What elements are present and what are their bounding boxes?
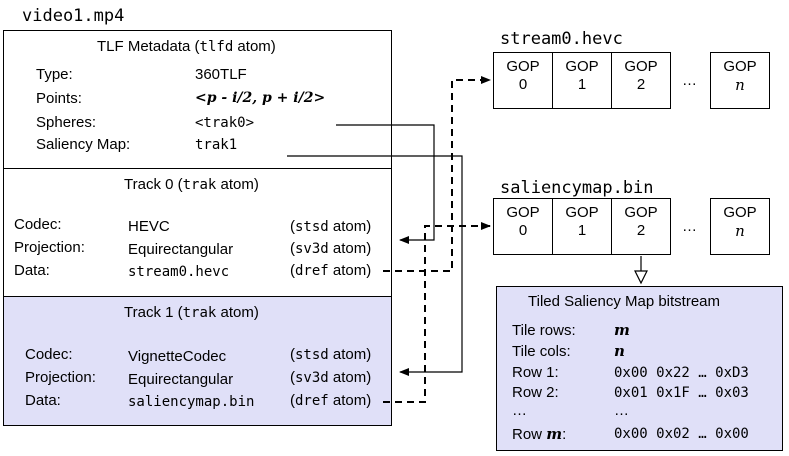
bitstream-row-2-value: 0x01 0x1F … 0x03 xyxy=(614,385,749,401)
track1-data-label: Data: xyxy=(25,392,61,409)
tlf-metadata-box xyxy=(3,30,392,170)
stream-ellipsis: … xyxy=(682,72,697,89)
tlf-row-spheres-label: Spheres: xyxy=(36,114,97,131)
track0-projection-value: Equirectangular xyxy=(128,241,234,258)
bitstream-tile-rows-value: m xyxy=(614,321,630,339)
track1-projection-label: Projection: xyxy=(25,369,96,386)
bitstream-tile-cols-value: n xyxy=(614,342,625,360)
track1-projection-atom: (sv3d atom) xyxy=(290,369,372,386)
track0-title: Track 0 (trak atom) xyxy=(124,176,259,193)
bitstream-row-2-label: Row 2: xyxy=(512,384,559,401)
track0-data-to-stream-dashed xyxy=(383,76,491,272)
saliency-to-track1-line xyxy=(287,155,463,376)
bitstream-box xyxy=(496,286,783,451)
tlf-row-saliency-label: Saliency Map: xyxy=(36,136,131,153)
track0-codec-atom: (stsd atom) xyxy=(290,218,372,235)
bitstream-tile-cols-label: Tile cols: xyxy=(512,343,571,360)
tlf-row-points-value: <p - i/2, p + i/2> xyxy=(195,90,326,106)
saliency-ellipsis: … xyxy=(682,218,697,235)
file-name: video1.mp4 xyxy=(22,6,125,26)
saliency-file-name: saliencymap.bin xyxy=(500,178,654,198)
track0-data-atom: (dref atom) xyxy=(290,262,372,279)
bitstream-title: Tiled Saliency Map bitstream xyxy=(528,293,721,310)
bitstream-tile-rows-label: Tile rows: xyxy=(512,322,576,339)
track0-box xyxy=(3,168,392,298)
bitstream-row-m-label: Row m: xyxy=(512,425,567,443)
track0-data-label: Data: xyxy=(14,262,50,279)
track1-projection-value: Equirectangular xyxy=(128,371,234,388)
spheres-to-track0-line xyxy=(336,124,435,244)
tlf-row-type-value: 360TLF xyxy=(195,66,247,83)
bitstream-row-ellipsis-value: … xyxy=(614,402,629,419)
tlf-row-saliency-value: trak1 xyxy=(195,137,238,153)
tlf-row-spheres-value: <trak0> xyxy=(195,115,255,131)
bitstream-row-ellipsis-label: … xyxy=(512,402,527,419)
track1-data-to-saliency-dashed xyxy=(383,222,491,403)
tlf-row-points-label: Points: xyxy=(36,90,82,107)
track1-data-value: saliencymap.bin xyxy=(128,394,255,410)
track0-codec-value: HEVC xyxy=(128,218,170,235)
bitstream-row-m-value: 0x00 0x02 … 0x00 xyxy=(614,426,749,442)
tlf-row-type-label: Type: xyxy=(36,66,73,83)
bitstream-row-1-value: 0x00 0x22 … 0xD3 xyxy=(614,365,749,381)
track0-codec-label: Codec: xyxy=(14,216,62,233)
track1-title: Track 1 (trak atom) xyxy=(124,304,259,321)
track0-projection-label: Projection: xyxy=(14,239,85,256)
stream-file-name: stream0.hevc xyxy=(500,29,623,49)
tlf-title: TLF Metadata (tlfd atom) xyxy=(97,38,276,55)
track1-codec-label: Codec: xyxy=(25,346,73,363)
track0-data-value: stream0.hevc xyxy=(128,264,230,280)
bitstream-row-1-label: Row 1: xyxy=(512,364,559,381)
track1-codec-value: VignetteCodec xyxy=(128,348,227,365)
track1-data-atom: (dref atom) xyxy=(290,392,372,409)
track0-projection-atom: (sv3d atom) xyxy=(290,240,372,257)
track1-box xyxy=(3,296,392,426)
gop2-to-bitstream-arrowhead xyxy=(634,270,648,285)
track1-codec-atom: (stsd atom) xyxy=(290,346,372,363)
